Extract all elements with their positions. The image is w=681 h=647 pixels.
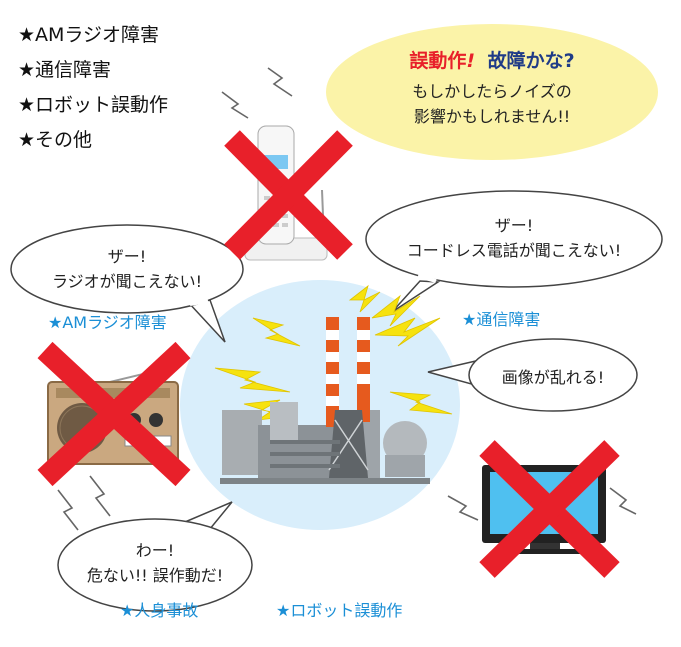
person-bubble-shape xyxy=(57,501,253,612)
headline-mark: ! xyxy=(466,50,476,72)
tag-robot-malfunction: ★ロボット誤動作 xyxy=(276,601,403,620)
noise-squiggles xyxy=(57,67,637,531)
tv-bubble-line1: 画像が乱れる! xyxy=(501,368,605,387)
tv-bubble-shape xyxy=(427,338,638,412)
headline-bubble-shape xyxy=(326,24,658,160)
headline-line1: もしかしたらノイズの xyxy=(412,82,572,101)
phone-bubble-line2: コードレス電話が聞こえない! xyxy=(406,241,622,260)
phone-bubble-shape xyxy=(365,190,663,313)
tag-am-radio: ★AMラジオ障害 xyxy=(48,313,167,332)
phone-bubble: ザー! コードレス電話が聞こえない! xyxy=(392,213,636,263)
tag-communication: ★通信障害 xyxy=(462,310,541,329)
legend-list: ★AMラジオ障害 ★通信障害 ★ロボット誤動作 ★その他 xyxy=(18,18,168,158)
headline-block: 誤動作! 故障かな? もしかしたらノイズの 影響かもしれません!! xyxy=(352,46,632,129)
headline-line2: 影響かもしれません!! xyxy=(413,107,571,126)
legend-item-communication: ★通信障害 xyxy=(18,59,112,81)
headline-part2: 故障かな? xyxy=(487,50,575,72)
phone-bubble-line1: ザー! xyxy=(494,216,534,235)
tv-bubble: 画像が乱れる! xyxy=(486,364,620,388)
person-bubble-line2: 危ない!! 誤作動だ! xyxy=(86,566,224,585)
legend-item-robot: ★ロボット誤動作 xyxy=(18,94,169,116)
radio-bubble-line2: ラジオが聞こえない! xyxy=(51,272,203,291)
radio-bubble-line1: ザー! xyxy=(107,247,147,266)
headline-title: 誤動作! 故障かな? xyxy=(352,46,632,73)
radio-bubble-shape xyxy=(10,224,244,343)
headline-part1: 誤動作 xyxy=(409,50,467,72)
legend-item-other: ★その他 xyxy=(18,129,93,151)
person-bubble-line1: わー! xyxy=(135,541,175,560)
factory-illustration xyxy=(220,317,430,484)
legend-item-am-radio: ★AMラジオ障害 xyxy=(18,24,160,46)
radio-bubble: ザー! ラジオが聞こえない! xyxy=(28,244,226,294)
person-bubble: わー! 危ない!! 誤作動だ! xyxy=(70,538,240,588)
red-x-marks xyxy=(37,130,620,578)
tag-personal-injury: ★人身事故 xyxy=(120,601,199,620)
